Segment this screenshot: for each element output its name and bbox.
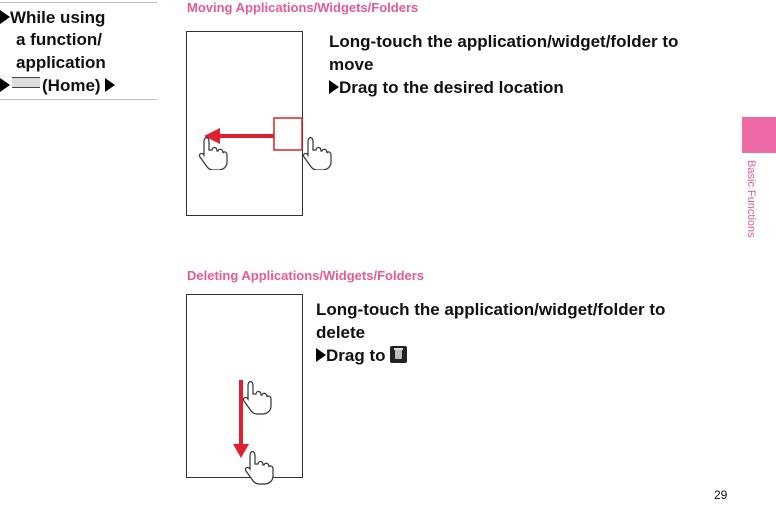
delete-gesture-illustration (233, 380, 274, 485)
finger-pointer-icon (244, 450, 274, 485)
step-arrow-icon (0, 78, 10, 92)
arrowhead-down-icon (233, 444, 249, 458)
phone-illustration-move (186, 31, 303, 216)
selected-item-frame (273, 117, 303, 151)
section-title-move: Moving Applications/Widgets/Folders (187, 0, 419, 15)
section-title-delete: Deleting Applications/Widgets/Folders (187, 268, 425, 283)
move-instruction: Long-touch the application/widget/folder… (329, 32, 679, 99)
step-arrow-icon (105, 78, 116, 92)
finger-pointer-icon (302, 136, 332, 170)
page-number: 29 (714, 488, 728, 502)
step-arrow-icon (329, 80, 339, 94)
home-key-icon (12, 77, 40, 88)
move-gesture-illustration (198, 117, 332, 170)
delete-step: Drag to (316, 344, 665, 367)
path-line-2: a function/ (16, 30, 102, 49)
step-arrow-icon (0, 10, 10, 24)
path-line-1: While using (0, 8, 105, 28)
step-arrow-icon (316, 348, 326, 362)
finger-pointer-icon (242, 380, 272, 415)
finger-pointer-icon (198, 136, 228, 170)
chapter-tab (742, 117, 776, 153)
arrowhead-left-icon (204, 128, 220, 144)
operation-path-box: While using a function/ application (Hom… (0, 2, 157, 100)
chapter-label: Basic Functions (745, 160, 757, 238)
trash-icon (390, 346, 408, 363)
path-line-3: application (16, 53, 106, 72)
delete-instruction: Long-touch the application/widget/folder… (316, 300, 666, 367)
path-line-4: (Home) (0, 76, 116, 96)
move-step: Drag to the desired location (329, 76, 678, 99)
